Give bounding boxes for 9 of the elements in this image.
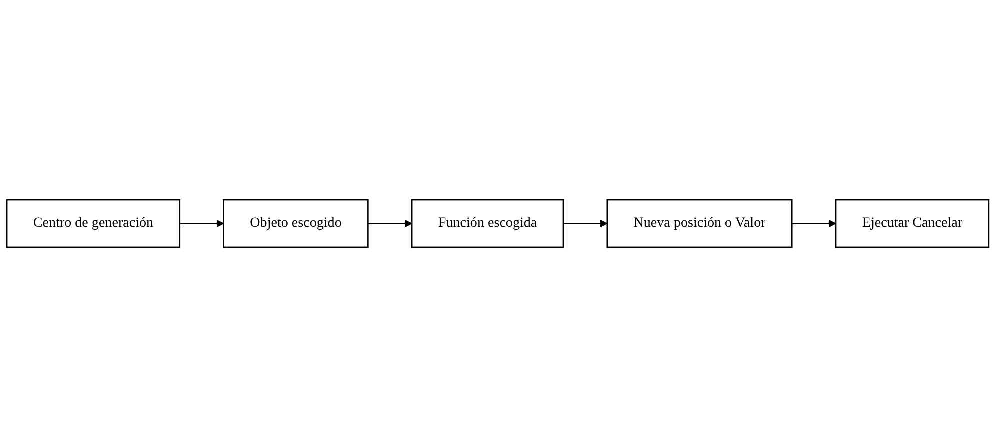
node-box: Ejecutar Cancelar (835, 199, 990, 248)
node-box: Nueva posición o Valor (606, 199, 793, 248)
node-box: Centro de generación (6, 199, 181, 248)
arrow (180, 220, 224, 228)
arrow (792, 220, 836, 228)
arrow (368, 220, 412, 228)
node-box: Objeto escogido (223, 199, 369, 248)
arrow (564, 220, 608, 228)
node-box: Función escogida (411, 199, 564, 248)
